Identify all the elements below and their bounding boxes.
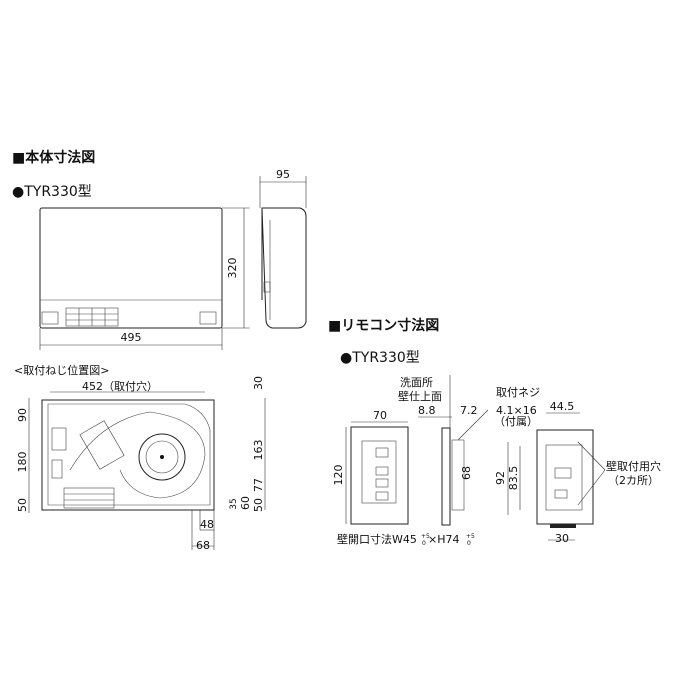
dim-68-remote: 68 xyxy=(460,466,473,480)
dim-92: 92 xyxy=(494,471,507,485)
opening-tol-lower-w: 0 xyxy=(422,540,426,547)
dim-30-remote: 30 xyxy=(555,532,569,545)
main-section-title: ■本体寸法図 xyxy=(12,149,95,166)
height-dim: 320 xyxy=(226,258,239,279)
remote-front-view xyxy=(350,426,409,525)
remote-width-dim: 70 xyxy=(373,409,387,422)
screw-note: （付属） xyxy=(494,415,538,428)
opening-mid: ×H74 xyxy=(428,533,460,546)
dim-30: 30 xyxy=(252,376,265,390)
remote-model-label: ●TYR330型 xyxy=(340,350,420,366)
opening-tol-upper-h: +5 xyxy=(466,533,475,540)
dim-50-right: 50 xyxy=(252,498,265,512)
screw-label: 取付ネジ xyxy=(496,386,540,399)
hole-count: （2カ所） xyxy=(608,474,659,487)
dim-68: 68 xyxy=(196,539,210,552)
dim-90: 90 xyxy=(16,408,29,422)
dim-77: 77 xyxy=(252,478,265,492)
remote-back-view xyxy=(536,429,594,528)
dim-8-8: 8.8 xyxy=(418,404,436,417)
width-dim: 495 xyxy=(121,331,142,344)
opening-prefix: 壁開口寸法W45 xyxy=(337,532,417,546)
wall-label-1: 洗面所 xyxy=(400,376,433,389)
mount-view xyxy=(41,399,215,511)
depth-dim: 95 xyxy=(276,168,290,181)
dim-60: 60 xyxy=(239,496,252,510)
wall-label-2: 壁仕上面 xyxy=(398,389,442,403)
mount-title: <取付ねじ位置図> xyxy=(14,363,109,377)
dim-180: 180 xyxy=(16,452,29,473)
remote-height-dim: 120 xyxy=(332,465,345,486)
main-model-label: ●TYR330型 xyxy=(12,184,92,200)
side-view xyxy=(261,207,307,329)
dim-48: 48 xyxy=(200,518,214,531)
screw-size: 4.1×16 xyxy=(496,404,537,417)
opening-tol-upper-w: +5 xyxy=(421,533,430,540)
remote-section-title: ■リモコン寸法図 xyxy=(328,317,439,334)
dim-35: 35 xyxy=(229,498,239,509)
dim-7-2: 7.2 xyxy=(460,404,478,417)
front-view xyxy=(39,207,223,329)
dim-163: 163 xyxy=(252,440,265,461)
dim-83-5: 83.5 xyxy=(507,466,520,491)
hole-pitch-dim: 452（取付穴） xyxy=(82,379,158,393)
hole-label: 壁取付用穴 xyxy=(606,459,661,473)
dim-50-left: 50 xyxy=(16,498,29,512)
remote-side-view xyxy=(441,427,465,526)
dim-44-5: 44.5 xyxy=(550,400,575,413)
opening-tol-lower-h: 0 xyxy=(467,540,471,547)
